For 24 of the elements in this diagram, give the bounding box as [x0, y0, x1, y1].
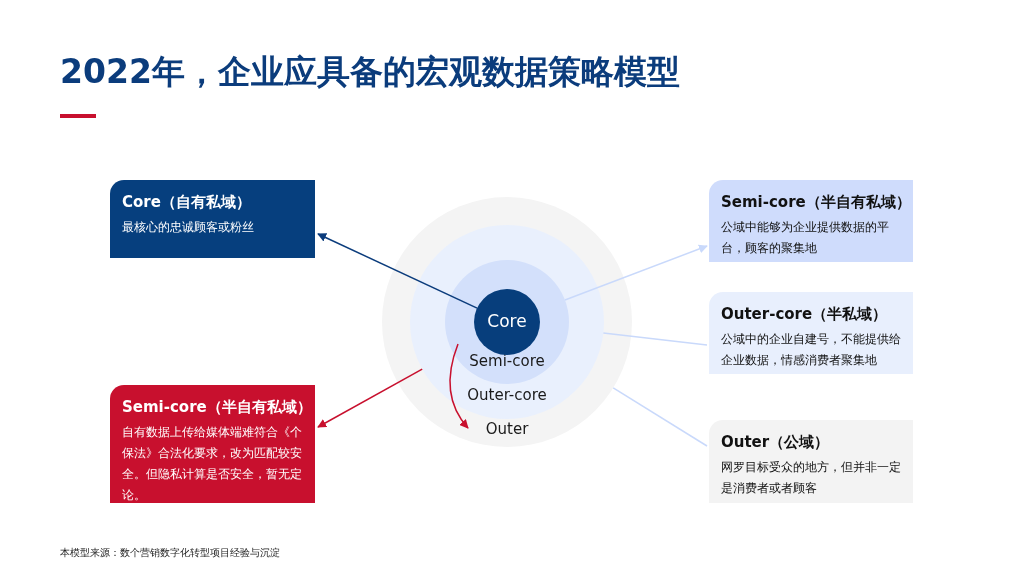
- ring-label: Outer: [484, 420, 530, 439]
- card-heading: Core（自有私域）: [122, 193, 252, 212]
- source-note: 本模型来源：数个营销数字化转型项目经验与沉淀: [60, 546, 280, 560]
- core-card: [110, 180, 315, 258]
- card-description: 公域中的企业自建号，不能提供给企业数据，情感消费者聚集地: [721, 331, 901, 369]
- card-heading: Semi-core（半自有私域）: [122, 398, 303, 417]
- card-description: 网罗目标受众的地方，但并非一定是消费者或者顾客: [721, 459, 901, 497]
- arrow: [317, 368, 423, 428]
- card-heading: Outer（公域）: [721, 433, 831, 452]
- arrow: [317, 233, 478, 309]
- connector-line: [612, 387, 708, 447]
- card-description: 最核心的忠诚顾客或粉丝: [122, 219, 255, 236]
- connector-line: [602, 332, 708, 346]
- card-description: 自有数据上传给媒体端难符合《个保法》合法化要求，改为匹配较安全。但隐私计算是否安全，暂无定论。: [122, 424, 303, 504]
- card-heading: Outer-core（半私域）: [721, 305, 889, 324]
- ring-label: Semi-core: [468, 352, 546, 371]
- title: 2022年，企业应具备的宏观数据策略模型: [60, 51, 680, 93]
- semi-core-card: [709, 180, 913, 262]
- card-description: 公域中能够为企业提供数据的平台，顾客的聚集地: [721, 219, 890, 257]
- arrow: [564, 244, 708, 301]
- card-heading: Semi-core（半自有私域）: [721, 193, 901, 212]
- ring-label: Outer-core: [466, 386, 548, 405]
- semi-core-card: [110, 385, 315, 503]
- ring-label: Core: [486, 310, 528, 331]
